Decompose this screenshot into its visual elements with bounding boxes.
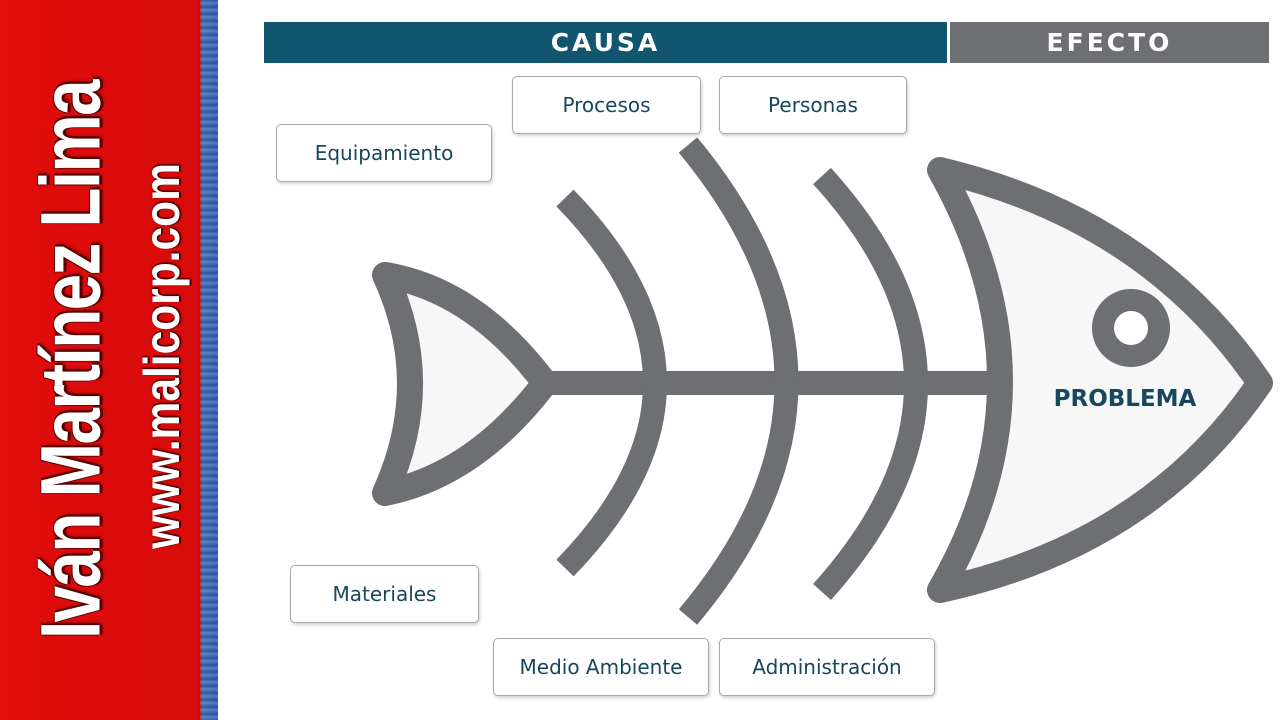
problem-label: PROBLEMA — [1053, 386, 1197, 412]
fish-eye — [1092, 289, 1170, 367]
cause-header: CAUSA — [264, 22, 947, 63]
category-materiales: Materiales — [290, 565, 479, 623]
category-medio-ambiente: Medio Ambiente — [493, 638, 709, 696]
fish-rib-3 — [813, 167, 928, 601]
category-personas: Personas — [719, 76, 907, 134]
fish-tail — [372, 262, 558, 506]
category-administracion: Administración — [719, 638, 935, 696]
fish-rib-1 — [556, 189, 667, 577]
effect-header: EFECTO — [950, 22, 1269, 63]
category-equipamiento: Equipamiento — [276, 124, 492, 182]
fish-rib-2 — [678, 137, 799, 625]
author-sidebar: Iván Martínez Lima www.malicorp.com — [0, 0, 218, 720]
category-procesos: Procesos — [512, 76, 701, 134]
